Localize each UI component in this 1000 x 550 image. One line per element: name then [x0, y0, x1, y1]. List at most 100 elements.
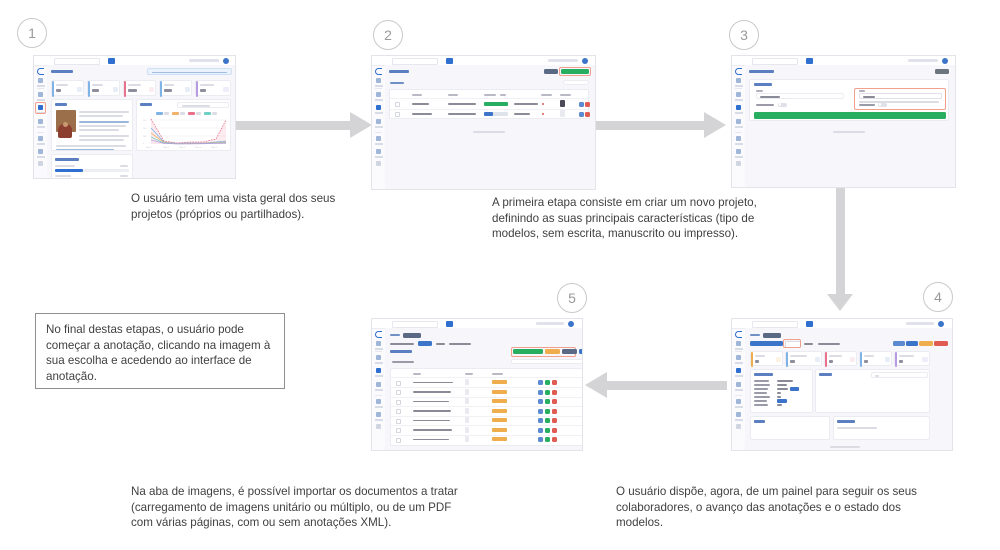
sidebar-item-dashboard[interactable] — [36, 78, 45, 87]
stat-card[interactable] — [159, 80, 192, 97]
type-select[interactable] — [859, 93, 942, 99]
search-input[interactable] — [392, 58, 438, 65]
sidebar-item-projects[interactable] — [374, 92, 383, 101]
stat-card[interactable] — [785, 351, 822, 367]
edit-action-button[interactable] — [545, 427, 550, 433]
view-action-button[interactable] — [538, 389, 543, 395]
toggle-switch[interactable] — [878, 102, 887, 107]
stat-card[interactable] — [51, 80, 84, 97]
sidebar-item-models[interactable] — [374, 382, 383, 391]
sidebar-item-dashboard[interactable] — [374, 78, 383, 87]
sidebar-item-projects[interactable] — [734, 92, 743, 101]
name-input[interactable] — [756, 93, 844, 99]
delete-action-button[interactable] — [552, 418, 557, 423]
edit-action-button[interactable] — [545, 418, 550, 423]
sidebar-item-images[interactable] — [374, 368, 383, 377]
delete-action-button[interactable] — [552, 380, 557, 385]
all-projects-link[interactable] — [390, 82, 404, 84]
delete-action-button[interactable] — [552, 389, 557, 395]
stat-card[interactable] — [894, 351, 930, 367]
edit-action-button[interactable] — [545, 389, 550, 395]
add-images-button[interactable] — [513, 349, 543, 354]
sidebar-item-settings[interactable] — [374, 136, 383, 145]
table-search[interactable] — [511, 359, 582, 364]
sidebar-item-dashboard[interactable] — [734, 78, 743, 87]
search-input[interactable] — [54, 58, 100, 65]
avatar[interactable] — [223, 57, 229, 64]
delete-action-button[interactable] — [585, 102, 590, 107]
sidebar-item-dashboard[interactable] — [374, 341, 383, 350]
tab-images[interactable] — [418, 341, 432, 346]
screenshot-images-tab[interactable] — [371, 318, 583, 451]
cancel-button[interactable] — [935, 69, 949, 74]
import-pdf-button[interactable] — [545, 349, 560, 354]
sidebar-item-images[interactable] — [734, 368, 743, 377]
sidebar-item-settings[interactable] — [36, 136, 45, 145]
settings-button[interactable] — [919, 341, 933, 346]
table-search[interactable] — [563, 80, 589, 85]
sidebar-item-images[interactable] — [36, 105, 45, 114]
view-action-button[interactable] — [538, 427, 543, 433]
tab-manage-collaborators[interactable] — [449, 343, 471, 345]
sidebar-item-logout[interactable] — [375, 161, 383, 166]
project-dashboard-sidebar[interactable] — [732, 319, 746, 450]
sidebar-item-models[interactable] — [734, 119, 743, 128]
sidebar-item-images[interactable] — [734, 105, 743, 114]
sidebar-item-projects[interactable] — [734, 355, 743, 364]
stat-card[interactable] — [87, 80, 120, 97]
edit-action-button[interactable] — [545, 399, 550, 404]
avatar[interactable] — [938, 320, 944, 327]
sidebar-item-projects[interactable] — [36, 92, 45, 101]
edit-action-button[interactable] — [545, 437, 550, 442]
sidebar-item-dashboard[interactable] — [734, 341, 743, 350]
delete-images-button[interactable] — [579, 349, 582, 354]
delete-action-button[interactable] — [585, 112, 590, 117]
sidebar-item-help[interactable] — [36, 149, 45, 158]
search-input[interactable] — [392, 321, 438, 328]
avatar[interactable] — [568, 320, 574, 327]
stat-card[interactable] — [750, 351, 783, 367]
sidebar-item-help[interactable] — [734, 412, 743, 421]
export-button[interactable] — [893, 341, 905, 346]
sidebar-item-logout[interactable] — [37, 161, 45, 166]
sidebar-item-logout[interactable] — [375, 424, 383, 429]
sidebar-item-images[interactable] — [374, 105, 383, 114]
delete-action-button[interactable] — [552, 408, 557, 414]
view-action-button[interactable] — [538, 418, 543, 423]
sidebar-item-settings[interactable] — [734, 136, 743, 145]
sidebar-item-logout[interactable] — [735, 424, 743, 429]
sidebar-item-models[interactable] — [36, 119, 45, 128]
chart-filter-select[interactable] — [871, 372, 928, 378]
sidebar-item-models[interactable] — [734, 382, 743, 391]
projects-sidebar[interactable] — [372, 56, 386, 189]
delete-button[interactable] — [934, 341, 948, 346]
edit-action-button[interactable] — [579, 112, 584, 117]
statistics-filter-select[interactable] — [177, 102, 229, 108]
export-images-button[interactable] — [562, 349, 577, 354]
sidebar-item-help[interactable] — [374, 412, 383, 421]
screenshot-projects-list[interactable] — [371, 55, 596, 190]
stat-card[interactable] — [859, 351, 892, 367]
avatar[interactable] — [582, 57, 588, 64]
import-button[interactable] — [906, 341, 918, 346]
view-action-button[interactable] — [538, 380, 543, 385]
search-input[interactable] — [752, 58, 798, 65]
sidebar-item-settings[interactable] — [374, 399, 383, 408]
breadcrumb[interactable] — [749, 70, 774, 73]
dashboard-sidebar[interactable] — [34, 56, 48, 178]
edit-action-button[interactable] — [545, 380, 550, 385]
filter-button[interactable] — [544, 69, 558, 74]
edit-action-button[interactable] — [545, 408, 550, 414]
sidebar-item-models[interactable] — [374, 119, 383, 128]
stat-card[interactable] — [824, 351, 857, 367]
delete-action-button[interactable] — [552, 399, 557, 404]
screenshot-project-dashboard[interactable] — [731, 318, 953, 451]
screenshot-new-project[interactable] — [731, 55, 956, 188]
sidebar-item-projects[interactable] — [374, 355, 383, 364]
breadcrumb[interactable] — [750, 334, 760, 336]
sidebar-item-settings[interactable] — [734, 399, 743, 408]
delete-action-button[interactable] — [552, 437, 557, 442]
sidebar-item-help[interactable] — [734, 149, 743, 158]
stat-card[interactable] — [123, 80, 156, 97]
